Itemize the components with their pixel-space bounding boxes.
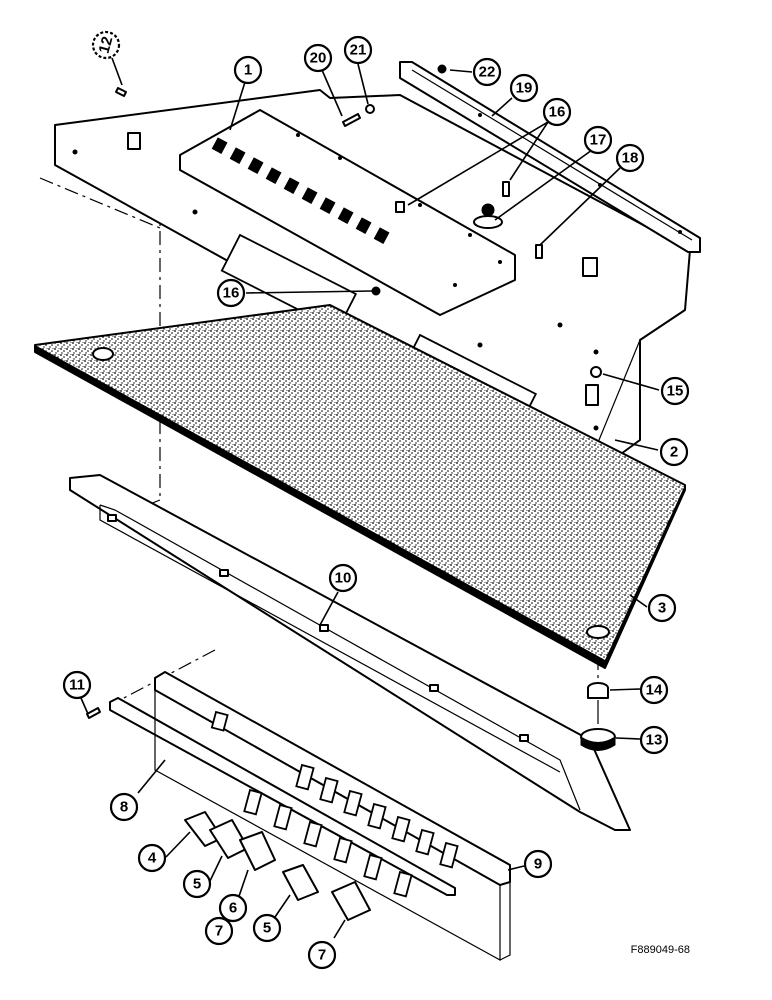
callout-2: 2	[659, 437, 689, 467]
callout-13: 13	[639, 725, 669, 755]
bolt-20	[342, 113, 361, 127]
switch-cutouts	[210, 710, 459, 898]
callout-7-lower: 7	[307, 940, 337, 970]
callout-label: 16	[223, 285, 240, 302]
panel-clip-lower	[585, 384, 599, 406]
callout-label: 16	[549, 104, 566, 121]
switch-5-lower	[282, 864, 319, 901]
callout-label: 17	[590, 132, 607, 149]
callout-12: 12	[91, 30, 121, 60]
callout-label: 19	[516, 80, 533, 97]
terminal-blocks	[211, 137, 390, 244]
callout-10: 10	[328, 563, 358, 593]
callout-8: 8	[109, 792, 139, 822]
switch-6	[239, 831, 276, 871]
figure-id: F889049-68	[630, 944, 690, 956]
callout-label: 14	[646, 682, 663, 699]
callout-label: 6	[229, 900, 237, 917]
screw-12	[115, 87, 127, 97]
callout-label: 20	[310, 50, 327, 67]
callout-label: 18	[622, 150, 639, 167]
callout-label: 8	[120, 799, 128, 816]
terminal-strip-plate	[179, 109, 516, 316]
callout-5-lower: 5	[252, 913, 282, 943]
callout-label: 12	[96, 35, 117, 56]
clip-18	[535, 244, 543, 259]
nut-22	[437, 64, 447, 74]
screw-11	[86, 707, 101, 719]
callout-21: 21	[343, 35, 373, 65]
callout-label: 7	[215, 923, 223, 940]
nut-15	[590, 366, 602, 378]
callout-16-upper: 16	[542, 97, 572, 127]
callout-16-lower: 16	[216, 278, 246, 308]
callout-19: 19	[509, 73, 539, 103]
callout-label: 7	[318, 947, 326, 964]
callout-6: 6	[218, 893, 248, 923]
callout-9: 9	[523, 849, 553, 879]
callout-label: 1	[244, 62, 252, 79]
callout-label: 11	[69, 677, 85, 694]
panel-clip-right	[582, 257, 598, 277]
rocker-switches	[184, 811, 371, 921]
screw-16-mid	[395, 201, 405, 213]
callout-1: 1	[233, 55, 263, 85]
nut-16-lower	[371, 286, 381, 296]
callout-label: 21	[350, 42, 367, 59]
stud-17	[473, 203, 503, 229]
callouts: 12 1 20 21 22 19 16 17	[62, 30, 690, 970]
callout-20: 20	[303, 43, 333, 73]
callout-label: 4	[148, 850, 157, 867]
callout-15: 15	[660, 376, 690, 406]
callout-17: 17	[583, 125, 613, 155]
callout-label: 5	[193, 876, 201, 893]
callout-label: 13	[646, 732, 663, 749]
callout-18: 18	[615, 143, 645, 173]
callout-label: 2	[670, 444, 678, 461]
face-plate-8	[109, 697, 456, 896]
gasket-pad	[34, 304, 686, 669]
callout-label: 3	[658, 600, 666, 617]
callout-11: 11	[62, 670, 92, 700]
callout-5-upper: 5	[182, 869, 212, 899]
callout-label: 15	[667, 383, 684, 400]
callout-label: 22	[479, 64, 496, 81]
callout-label: 5	[263, 920, 271, 937]
switch-face-plates	[109, 671, 511, 962]
callout-label: 9	[534, 856, 542, 873]
spacer-14	[587, 682, 609, 699]
callout-label: 10	[335, 570, 352, 587]
fasteners	[86, 64, 602, 719]
upper-angle-strip	[399, 61, 701, 253]
leader-lines	[80, 57, 660, 939]
callout-14: 14	[639, 675, 669, 705]
bezel-frame	[69, 474, 631, 831]
washer-21	[365, 104, 375, 114]
screw-16-upper	[502, 181, 510, 197]
panel-clip-left	[127, 132, 141, 150]
callout-7-upper: 7	[204, 916, 234, 946]
rubber-foot-13	[580, 700, 616, 751]
callout-22: 22	[472, 57, 502, 87]
callout-4: 4	[137, 843, 167, 873]
switch-7-lower	[331, 881, 371, 921]
callout-3: 3	[647, 593, 677, 623]
